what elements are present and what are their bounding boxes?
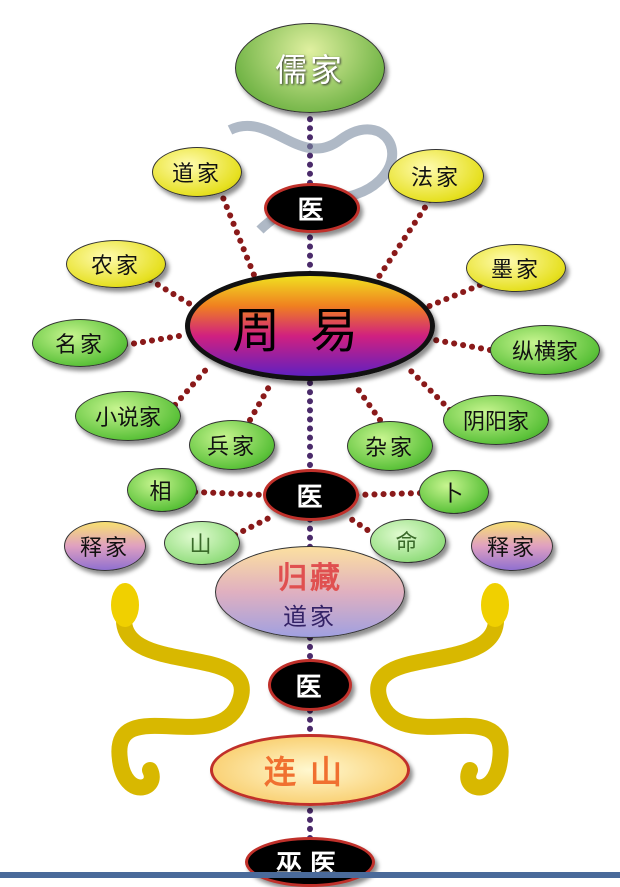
node-mingjia: 名家 <box>32 319 128 367</box>
node-ming: 命 <box>370 519 446 563</box>
node-daojia-top: 道家 <box>152 147 242 197</box>
snake-head-left <box>111 583 139 627</box>
node-zhouyi: 周易 <box>185 271 435 381</box>
node-yi-low: 医 <box>268 659 352 711</box>
snake-head-right <box>481 583 509 627</box>
node-yinyangjia: 阴阳家 <box>443 395 549 445</box>
node-shijia-left: 释家 <box>64 521 146 571</box>
node-zonghengjia: 纵横家 <box>490 325 600 375</box>
node-zajia: 杂家 <box>347 421 433 471</box>
bottom-bar <box>0 872 620 878</box>
node-wuyi: 巫医 <box>245 837 375 887</box>
node-yi-mid: 医 <box>263 469 359 521</box>
node-yi-top: 医 <box>264 183 360 233</box>
node-bingjia: 兵家 <box>189 420 275 470</box>
snake-right <box>370 602 509 796</box>
node-shan: 山 <box>164 521 240 565</box>
snake-left <box>111 602 250 796</box>
node-fajia: 法家 <box>388 149 484 203</box>
node-xiang: 相 <box>127 468 197 512</box>
node-lianshan: 连山 <box>210 734 410 806</box>
node-shijia-right: 释家 <box>471 521 553 571</box>
node-nongjia: 农家 <box>66 240 166 288</box>
node-guicang: 归藏 道家 <box>215 546 405 638</box>
guicang-daojia-label: 道家 <box>283 602 337 631</box>
node-rujia: 儒家 <box>235 23 385 113</box>
node-mojia: 墨家 <box>466 244 566 292</box>
guicang-label: 归藏 <box>277 560 343 596</box>
node-bu: 卜 <box>419 470 489 514</box>
node-xiaoshuojia: 小说家 <box>75 391 181 441</box>
